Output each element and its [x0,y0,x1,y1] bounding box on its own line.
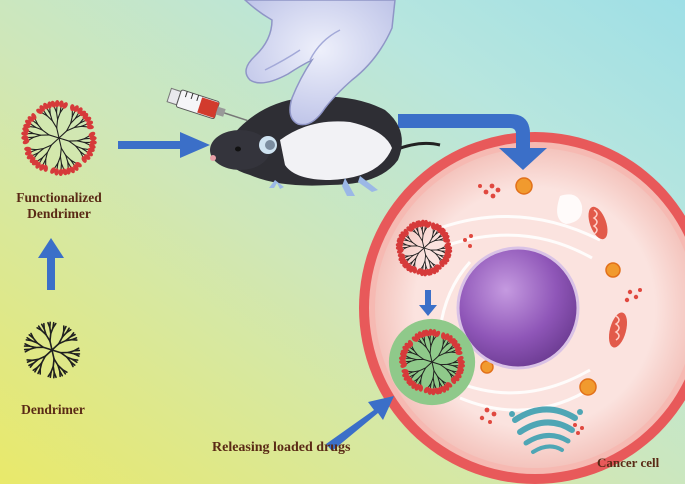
functionalized-label-line1: Functionalized [16,190,102,205]
syringe-icon [166,87,248,122]
mitochondrion-icon [608,312,628,348]
nucleus-icon [456,246,580,370]
golgi-icon [509,406,583,454]
mouse-icon [210,96,441,196]
arrow-to-cell [398,114,547,170]
mitochondrion-icon [588,206,608,240]
releasing-drugs-label: Releasing loaded drugs [212,440,351,455]
gloved-hand-icon [243,0,396,126]
functionalized-label-line2: Dendrimer [27,206,91,221]
functionalized-dendrimer-icon [21,99,97,177]
arrow-to-mouse [118,132,210,158]
functionalized-dendrimer-icon [395,219,453,277]
dendrimer-label: Dendrimer [21,402,85,417]
functionalized-dendrimer-icon [388,318,476,406]
functionalized-dendrimer-label: Functionalized Dendrimer [0,190,118,222]
arrow-releasing [326,396,394,451]
arrows [38,114,547,451]
cancer-cell-label: Cancer cell [597,455,660,470]
dendrimer-icon [23,321,81,379]
arrow-up [38,238,64,290]
arrow-down-small [419,290,437,316]
